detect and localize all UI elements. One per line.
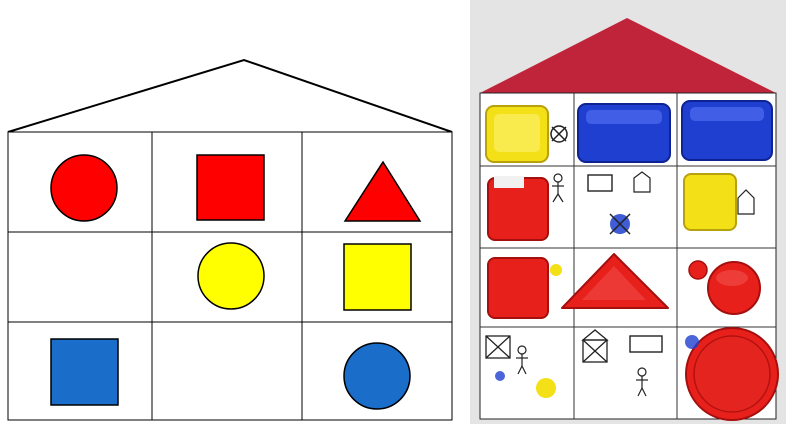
blue-square bbox=[51, 339, 118, 405]
blue-block bbox=[578, 104, 670, 162]
drawn-house-board bbox=[0, 0, 470, 424]
drawn-house-svg bbox=[0, 0, 470, 424]
red-square bbox=[197, 155, 264, 220]
red-circle bbox=[51, 155, 117, 221]
yellow-square bbox=[344, 244, 411, 310]
red-block bbox=[488, 176, 548, 240]
yellow-block bbox=[486, 106, 548, 162]
roof-line bbox=[8, 60, 452, 132]
yellow-circle bbox=[198, 243, 264, 309]
photo-house-svg bbox=[470, 0, 786, 424]
blue-block bbox=[682, 101, 772, 160]
photo-house-board bbox=[470, 0, 786, 424]
blue-circle bbox=[344, 343, 410, 409]
red-round-cap bbox=[685, 328, 778, 420]
